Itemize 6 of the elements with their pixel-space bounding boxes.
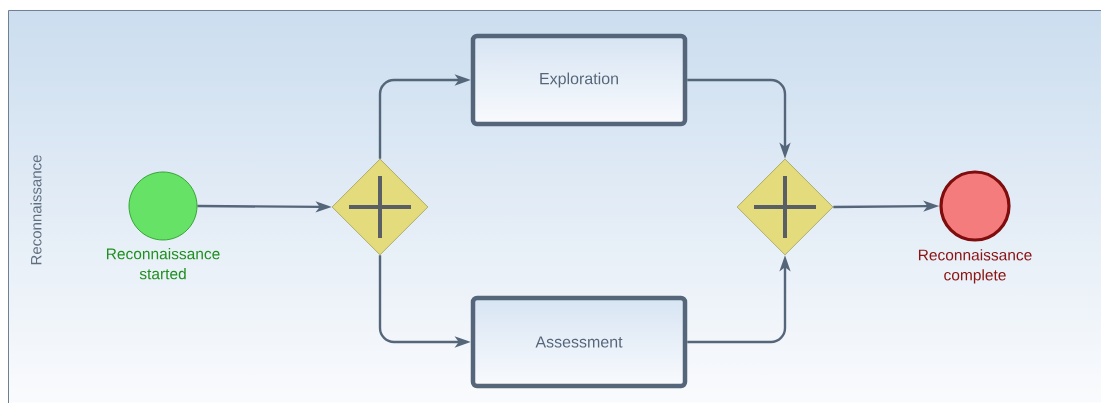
- task-box: Exploration: [470, 33, 688, 127]
- event-label: Reconnaissance started: [107, 248, 220, 280]
- parallel-gateway: [331, 158, 429, 256]
- event-label: Reconnaissance complete: [918, 249, 1032, 284]
- parallel-gateway: [736, 158, 834, 256]
- task-box: Assessment: [470, 295, 688, 389]
